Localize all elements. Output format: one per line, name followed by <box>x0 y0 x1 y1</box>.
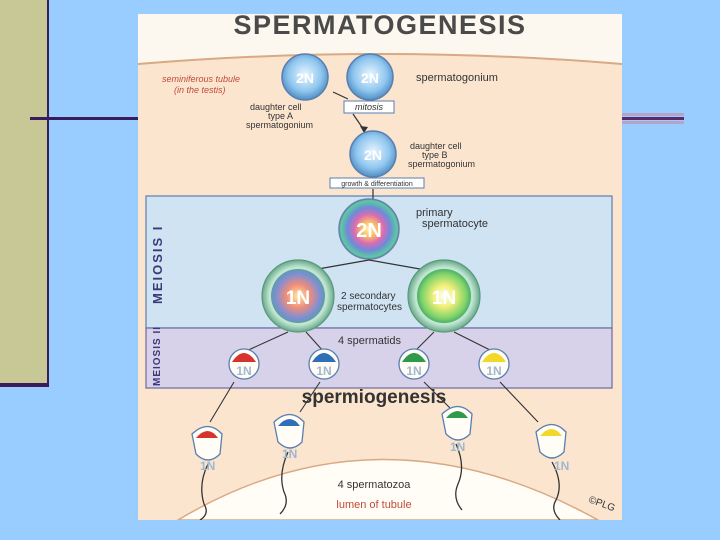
sperm-3-ploidy: 1N <box>450 440 465 454</box>
spermatid-4: 1N <box>478 348 510 380</box>
spermatid-2: 1N <box>308 348 340 380</box>
spermatozoa-label: 4 spermatozoa <box>338 479 412 491</box>
typeA-ploidy: 2N <box>296 70 314 86</box>
typeA-label-line2: type A <box>268 111 293 121</box>
title-rule-right <box>620 117 684 120</box>
spermatozoon-4: 1N <box>535 423 569 520</box>
spermatogenesis-diagram: SPERMATOGENESIS seminiferous tubule (in … <box>138 14 622 520</box>
tubule-label-line1: seminiferous tubule <box>162 74 240 84</box>
spermatid-1: 1N <box>228 348 260 380</box>
spermatid-3-ploidy: 1N <box>406 364 421 378</box>
spermatogonium-ploidy: 2N <box>361 70 379 86</box>
meiosis-two-label: MEIOSIS II <box>152 326 163 386</box>
secondary-spermatocyte-right-cell <box>417 269 471 323</box>
typeA-label-line3: spermatogonium <box>246 120 313 130</box>
arrow-to-spermatid-4 <box>453 331 495 353</box>
secondary-label-line2: spermatocytes <box>337 302 402 313</box>
secondary-left-ploidy: 1N <box>286 288 310 309</box>
growth-label: growth & differentiation <box>341 181 413 188</box>
mitosis-box <box>343 100 395 114</box>
spermatozoon-1: 1N <box>191 425 223 520</box>
spermatogonium-label: spermatogonium <box>416 72 498 84</box>
side-accent-bar <box>0 0 49 386</box>
sperm-4-ploidy: 1N <box>554 459 569 473</box>
spermatid-3: 1N <box>398 348 430 380</box>
typeB-label-line3: spermatogonium <box>408 159 475 169</box>
primary-ploidy: 2N <box>356 220 382 242</box>
secondary-label-line1: 2 secondary <box>341 291 395 302</box>
title-rule-left <box>30 117 140 120</box>
sperm-2-ploidy: 1N <box>282 447 297 461</box>
secondary-right-ploidy: 1N <box>432 288 456 309</box>
arrow-to-sperm-2 <box>299 381 321 413</box>
spermatids-label: 4 spermatids <box>338 335 401 347</box>
typeB-spermatogonium-cell <box>349 130 397 178</box>
arrow-to-spermatid-1 <box>243 331 289 353</box>
spermatid-4-ploidy: 1N <box>486 364 501 378</box>
spermiogenesis-label: spermiogenesis <box>302 387 447 408</box>
tubule-label-line2: (in the testis) <box>174 85 226 95</box>
arrow-to-sperm-1 <box>209 381 235 423</box>
spermatogonium-cell <box>346 53 394 101</box>
arrow-to-spermatid-3 <box>413 331 435 353</box>
lumen-area <box>176 458 600 520</box>
primary-label-line1: primary <box>416 207 453 219</box>
sperm-1-ploidy: 1N <box>200 459 215 473</box>
arrow-head-typeB <box>360 126 368 133</box>
side-accent-bar-base <box>0 383 49 387</box>
tubule-wall-edge <box>138 53 622 65</box>
spermatid-2-ploidy: 1N <box>316 364 331 378</box>
mitosis-label: mitosis <box>355 102 384 112</box>
primary-label-line2: spermatocyte <box>422 218 488 230</box>
primary-spermatocyte-cell <box>338 198 400 260</box>
arrow-to-typeA <box>332 91 349 100</box>
typeB-ploidy: 2N <box>364 147 382 163</box>
secondary-spermatocyte-left-cell <box>271 269 325 323</box>
meiosis-one-label: MEIOSIS I <box>150 225 165 304</box>
arrow-to-sperm-4 <box>499 381 539 423</box>
typeA-spermatogonium-cell <box>281 53 329 101</box>
lumen-label: lumen of tubule <box>336 499 411 511</box>
typeB-label-line2: type B <box>422 150 448 160</box>
meiosis-two-band <box>145 327 613 389</box>
diagram-canvas: SPERMATOGENESIS seminiferous tubule (in … <box>138 14 622 520</box>
spermatid-1-ploidy: 1N <box>236 364 251 378</box>
typeB-label-line1: daughter cell <box>410 141 462 151</box>
spermatozoon-2: 1N <box>273 413 305 515</box>
typeA-label-line1: daughter cell <box>250 102 302 112</box>
growth-box <box>329 177 425 189</box>
diagram-title: SPERMATOGENESIS <box>233 14 526 40</box>
spermatozoon-3: 1N <box>441 405 473 511</box>
arrow-to-sperm-3 <box>423 381 455 413</box>
